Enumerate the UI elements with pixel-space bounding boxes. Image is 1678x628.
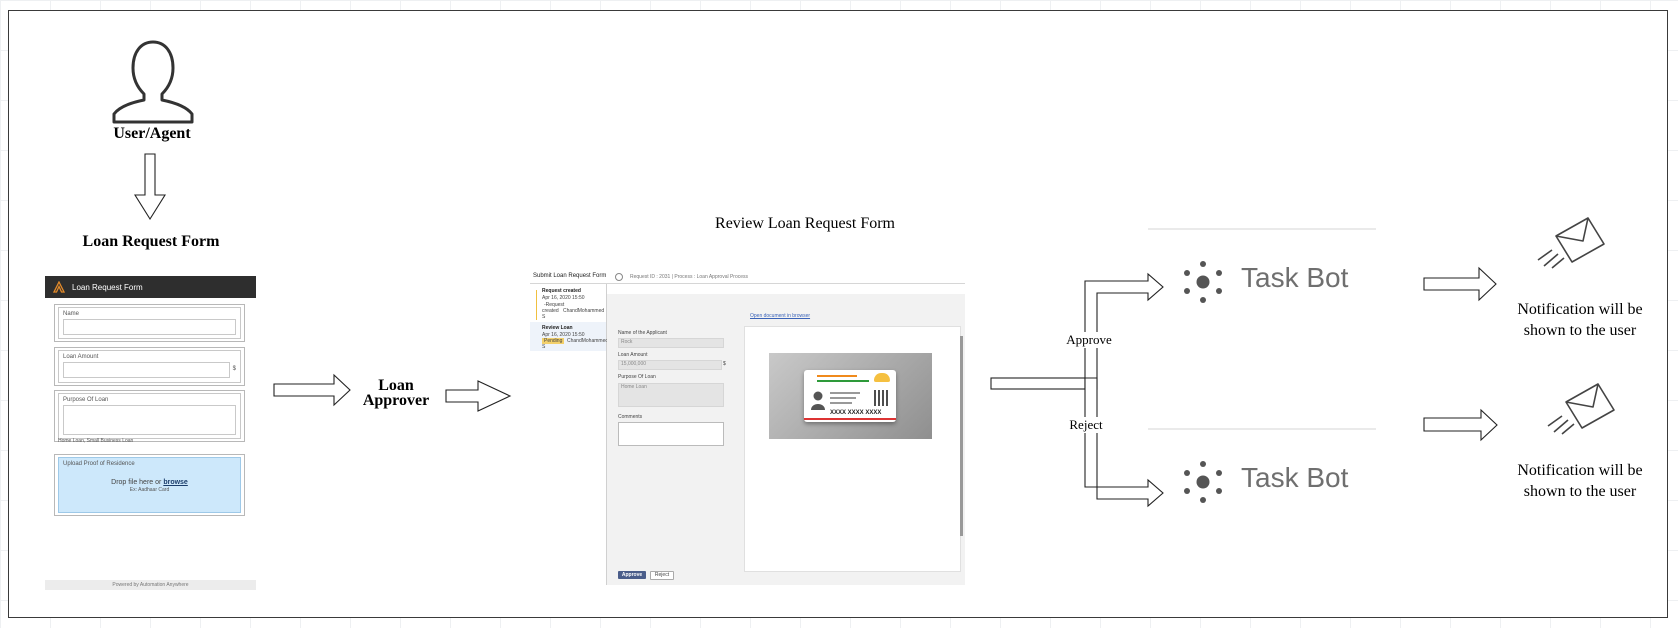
review-timeline: Request created Apr 16, 2020 15:50 -Requ…: [530, 284, 609, 585]
sent-mail-icon: [1537, 217, 1605, 269]
review-form-title: Review Loan Request Form: [715, 215, 895, 232]
amount-label: Loan Amount: [63, 354, 99, 360]
preview-scrollbar[interactable]: [960, 336, 963, 536]
open-document-link[interactable]: Open document in browser: [750, 313, 811, 319]
qr-code-icon: [874, 390, 890, 406]
amount-unit: $: [232, 366, 236, 372]
loan-amount-label: Loan Amount: [618, 352, 648, 358]
id-card-photo: XXXX XXXX XXXX: [769, 353, 932, 439]
id-card: XXXX XXXX XXXX: [804, 370, 896, 422]
purpose-label: Purpose Of Loan: [618, 374, 656, 380]
sent-mail-icon: [1547, 383, 1615, 435]
amount-input[interactable]: [63, 362, 230, 378]
purpose-hint: Home Loan, Small Business Loan: [58, 438, 134, 444]
purpose-field-group: Purpose Of Loan: [54, 390, 245, 442]
step1-date: Apr 16, 2020 15:50: [542, 295, 585, 301]
notification-2-line1: Notification will be: [1517, 462, 1643, 479]
form-header-title: Loan Request Form: [72, 282, 143, 292]
step1-title: Request created: [542, 288, 581, 294]
applicant-name-field[interactable]: Rock: [618, 338, 724, 348]
upload-field-group: Upload Proof of Residence Drop file here…: [54, 454, 245, 516]
comments-textarea[interactable]: [618, 422, 724, 446]
step2-status: Pending: [542, 338, 565, 344]
amount-field-group: Loan Amount $: [54, 347, 245, 386]
reject-branch-arrow: [1084, 377, 1164, 508]
step1-text: -Request: [544, 302, 565, 308]
loan-amount-field[interactable]: 15,000,000: [618, 360, 722, 370]
drop-hint: Ex: Aadhaar Card: [129, 487, 170, 493]
comments-label: Comments: [618, 414, 643, 420]
document-preview: XXXX XXXX XXXX: [744, 326, 961, 572]
name-field-group: Name: [54, 304, 245, 342]
step1-text2: created: [542, 308, 559, 314]
approve-button[interactable]: Approve: [618, 571, 646, 579]
notification-2-line2: shown to the user: [1523, 483, 1637, 500]
loan-approver-label: Loan Approver: [352, 377, 440, 409]
step2-user: ChandMohammed: [567, 338, 609, 344]
loan-amount-unit: $: [723, 361, 726, 367]
reject-branch-label: Reject: [1060, 417, 1112, 433]
step2-date: Apr 16, 2020 15:50: [542, 332, 585, 338]
drop-text: Drop file here or: [111, 479, 162, 486]
purpose-field[interactable]: Home Loan: [618, 383, 724, 407]
review-tab-title: Submit Loan Request Form: [533, 273, 607, 279]
arrow-to-notify-2: [1423, 408, 1498, 442]
user-icon: [108, 38, 198, 124]
step2-title: Review Loan: [542, 325, 573, 331]
notification-1-line2: shown to the user: [1523, 322, 1637, 339]
purpose-label: Purpose Of Loan: [63, 397, 109, 403]
applicant-name-label: Name of the Applicant: [618, 330, 667, 336]
upload-dropzone[interactable]: Upload Proof of Residence Drop file here…: [58, 457, 241, 513]
upload-label: Upload Proof of Residence: [63, 461, 135, 467]
taskbot-icon: [1184, 461, 1222, 503]
name-label: Name: [63, 311, 80, 317]
form-header: Loan Request Form: [45, 276, 256, 298]
step1-user: ChandMohammed: [563, 308, 605, 314]
loan-request-form-screenshot: Loan Request Form Name Loan Amount $ Pur…: [45, 276, 256, 590]
approve-branch-label: Approve: [1050, 332, 1128, 348]
notification-label-2: Notification will be shown to the user: [1502, 460, 1658, 502]
taskbot-icon: [1184, 261, 1222, 303]
card-number: XXXX XXXX XXXX: [830, 410, 882, 416]
notification-label-1: Notification will be shown to the user: [1502, 299, 1658, 341]
person-silhouette-icon: [811, 391, 825, 410]
review-form-screenshot: Submit Loan Request Form Request ID : 20…: [530, 266, 965, 585]
taskbot-label: Task Bot: [1241, 262, 1349, 293]
notification-1-line1: Notification will be: [1517, 301, 1643, 318]
approver-line1: Loan: [378, 377, 414, 394]
review-loan-step[interactable]: Review Loan Apr 16, 2020 15:50 Pending C…: [530, 322, 609, 351]
form-footer: Powered by Automation Anywhere: [45, 580, 256, 590]
taskbot-reject: Task Bot: [1181, 458, 1381, 504]
browse-link[interactable]: browse: [163, 479, 188, 486]
loan-form-title: Loan Request Form: [82, 233, 220, 250]
taskbot-approve: Task Bot: [1181, 258, 1381, 304]
arrow-to-notify-1: [1423, 266, 1497, 302]
user-agent-label: User/Agent: [113, 125, 191, 142]
taskbot-label: Task Bot: [1241, 462, 1349, 493]
down-arrow: [134, 153, 166, 221]
review-breadcrumb: Request ID : 2031 | Process : Loan Appro…: [630, 274, 749, 280]
purpose-input[interactable]: [63, 405, 236, 435]
arrow-to-branch: [990, 377, 1092, 390]
step2-s: S: [542, 344, 546, 350]
reject-button[interactable]: Reject: [650, 571, 674, 580]
name-input[interactable]: [63, 319, 236, 335]
arrow-to-review: [445, 380, 512, 412]
step1-s: S: [542, 314, 546, 320]
approver-line2: Approver: [362, 392, 430, 409]
arrow-to-approver: [273, 373, 351, 407]
info-icon: [615, 273, 623, 281]
automation-anywhere-logo-icon: [53, 281, 65, 293]
